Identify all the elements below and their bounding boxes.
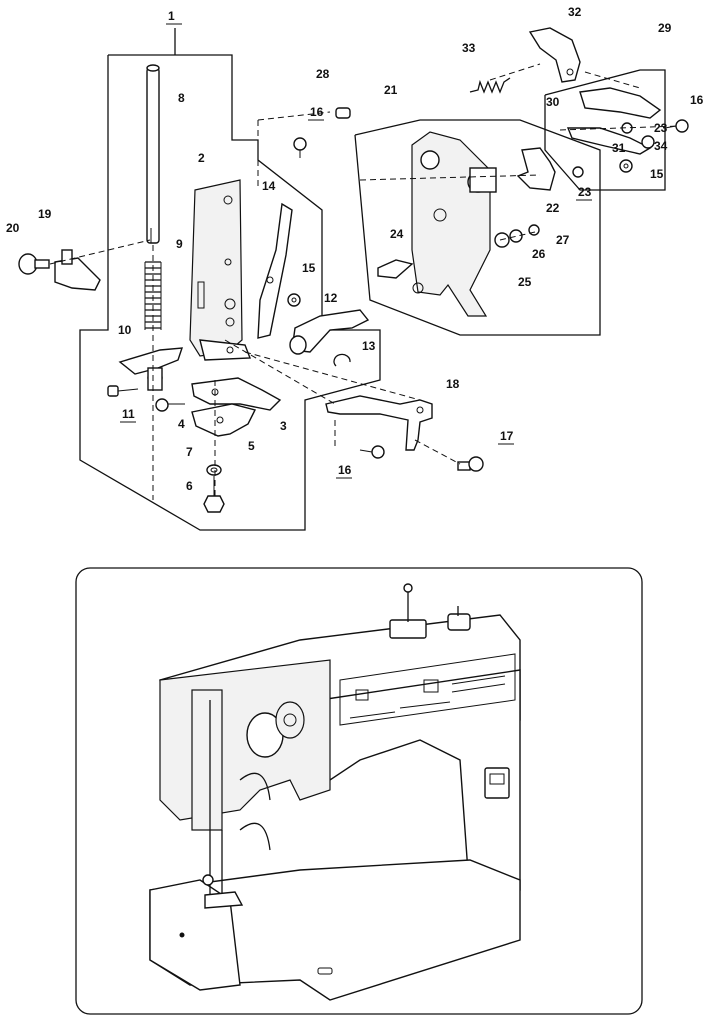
callout-18: 18 — [446, 377, 460, 391]
callout-16-bottom: 16 — [338, 463, 352, 477]
callout-22: 22 — [546, 201, 560, 215]
callout-23-mid: 23 — [578, 185, 592, 199]
part-20-thumb-screw — [18, 253, 50, 275]
part-31-lever — [566, 127, 652, 155]
machine-overview-panel — [75, 567, 643, 1015]
callout-15-right: 15 — [650, 167, 664, 181]
callout-27: 27 — [556, 233, 570, 247]
part-17-screw — [457, 456, 484, 472]
part-3-plate — [191, 377, 282, 411]
part-24-bar — [377, 259, 414, 279]
part-13-clip — [333, 353, 351, 367]
part-14-lever — [257, 202, 293, 339]
part-4-screw — [155, 398, 185, 412]
callout-31: 31 — [612, 141, 626, 155]
callout-labels: 1 2 3 4 5 6 7 8 9 10 11 12 13 14 15 15 1… — [6, 5, 704, 493]
part-11-screw — [107, 385, 139, 397]
part-26-washer — [509, 229, 523, 243]
assembly-group-21-outline — [354, 119, 601, 336]
part-16-screw-top — [293, 137, 307, 158]
callout-16-right: 16 — [690, 93, 704, 107]
callout-30: 30 — [546, 95, 560, 109]
part-30-plate — [579, 87, 662, 119]
part-16-screw-bottom — [359, 445, 385, 459]
callout-26: 26 — [532, 247, 546, 261]
part-8-needle-bar — [146, 64, 160, 244]
part-16-screw-right — [664, 119, 689, 133]
callout-20: 20 — [6, 221, 20, 235]
sewing-machine-illustration — [149, 583, 521, 1001]
callout-9: 9 — [176, 237, 183, 251]
part-2-bracket — [189, 179, 252, 361]
callout-19: 19 — [38, 207, 52, 221]
part-19-presser-foot — [54, 249, 101, 291]
part-15-nut-left — [287, 293, 301, 307]
callout-2: 2 — [198, 151, 205, 165]
part-28-screw — [335, 107, 351, 119]
callout-5: 5 — [248, 439, 255, 453]
part-15-nut-right — [619, 159, 633, 173]
assembly-dashed-lines — [49, 63, 681, 500]
assembly-group-1-outline — [79, 28, 381, 531]
callout-24: 24 — [390, 227, 404, 241]
assembly-group-29-outline — [544, 69, 666, 191]
part-22-bracket — [516, 147, 556, 191]
part-21-housing — [411, 131, 497, 317]
part-18-bracket — [325, 395, 433, 451]
callout-23-top: 23 — [654, 121, 668, 135]
callout-32: 32 — [568, 5, 582, 19]
callout-21: 21 — [384, 83, 398, 97]
part-23-screw-mid — [572, 166, 584, 178]
callout-12: 12 — [324, 291, 338, 305]
callout-4: 4 — [178, 417, 185, 431]
callout-15-left: 15 — [302, 261, 316, 275]
callout-1: 1 — [168, 9, 175, 23]
part-6-nut — [203, 476, 225, 513]
callout-6: 6 — [186, 479, 193, 493]
callout-10: 10 — [118, 323, 132, 337]
callout-11: 11 — [122, 407, 135, 421]
part-7-washer — [206, 464, 222, 476]
callout-16-top: 16 — [310, 105, 324, 119]
callout-33: 33 — [462, 41, 476, 55]
part-32-lever — [528, 27, 581, 83]
callout-25: 25 — [518, 275, 532, 289]
callout-29: 29 — [658, 21, 672, 35]
callout-34: 34 — [654, 139, 668, 153]
callout-3: 3 — [280, 419, 287, 433]
callout-28: 28 — [316, 67, 330, 81]
part-10-clamp — [118, 347, 184, 391]
callout-14: 14 — [262, 179, 276, 193]
part-5-plate — [191, 403, 257, 437]
callout-8: 8 — [178, 91, 185, 105]
part-34-disc — [641, 135, 655, 149]
part-33-spring — [469, 77, 511, 94]
part-12-arm — [289, 309, 370, 355]
callout-13: 13 — [362, 339, 376, 353]
callout-7: 7 — [186, 445, 193, 459]
callout-17: 17 — [500, 429, 514, 443]
